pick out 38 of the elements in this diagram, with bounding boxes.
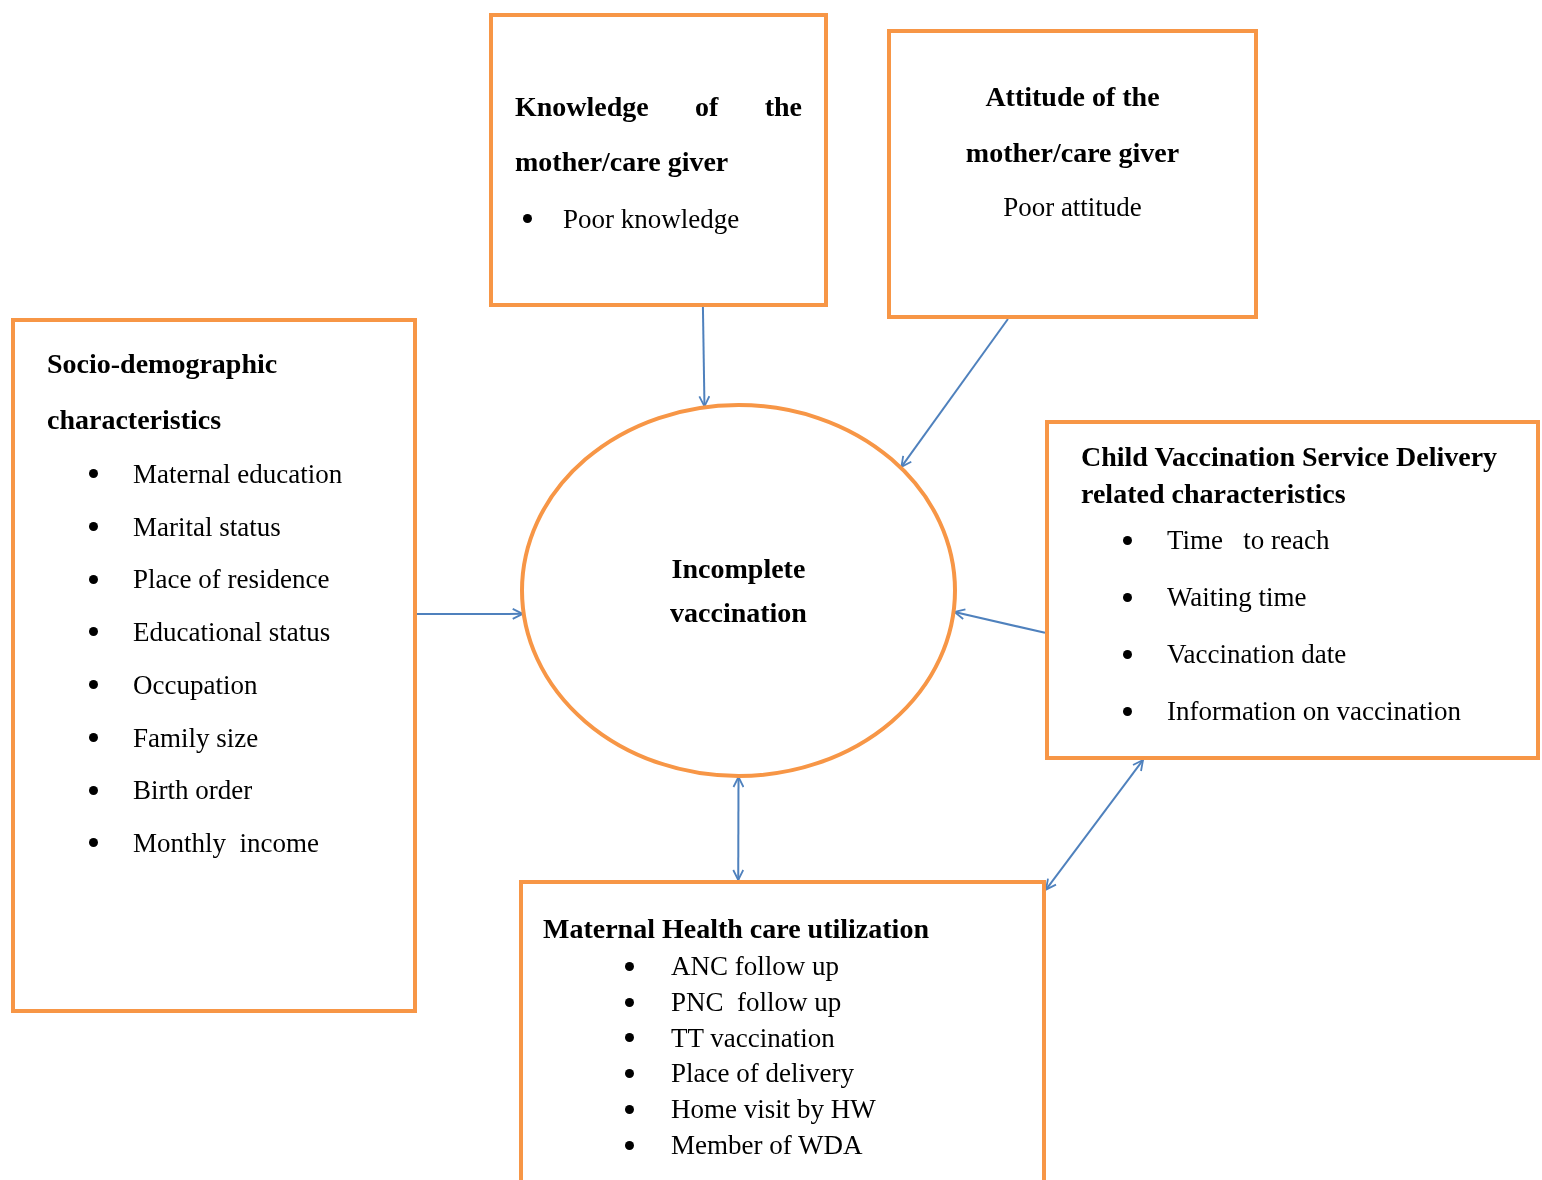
bullet-item: Educational status — [89, 606, 331, 659]
bullet-item: Information on vaccination — [1123, 683, 1461, 740]
arrow — [698, 306, 711, 408]
bullet-item: Home visit by HW — [625, 1092, 876, 1128]
box-heading: Maternal Health care utilization — [543, 912, 930, 946]
bullet-item: Poor knowledge — [523, 189, 740, 249]
box-heading: Socio-demographic characteristics — [47, 347, 279, 437]
factor-box — [489, 13, 828, 307]
bullet-item: Birth order — [89, 764, 253, 817]
bullet-item: Member of WDA — [625, 1128, 863, 1164]
bullet-item: Place of delivery — [625, 1056, 854, 1093]
bullet-item: Family size — [89, 711, 259, 765]
factor-box — [887, 29, 1258, 319]
bullet-item: Place of residence — [89, 553, 330, 607]
bullet-item: Monthly income — [89, 816, 319, 870]
outcome-ellipse — [520, 403, 957, 778]
outcome-label: Incomplete vaccination — [669, 551, 808, 630]
arrow — [900, 318, 1009, 468]
factor-box — [1045, 420, 1540, 760]
bullet-item: Maternal education — [89, 448, 343, 501]
arrow — [416, 608, 524, 620]
arrow — [732, 776, 745, 881]
bullet-item: ANC follow up — [625, 949, 839, 985]
box-text: Poor attitude — [1002, 191, 1143, 224]
box-heading: Child Vaccination Service Delivery related characteristics — [1081, 440, 1499, 511]
bullet-item: Waiting time — [1123, 569, 1307, 626]
arrow — [953, 608, 1046, 634]
factor-box — [519, 880, 1046, 1180]
bullet-item: Marital status — [89, 500, 281, 554]
bullet-item: Vaccination date — [1123, 626, 1347, 683]
bullet-item: Occupation — [89, 658, 258, 712]
arrow — [1045, 759, 1144, 891]
bullet-item: TT vaccination — [625, 1020, 835, 1057]
bullet-item: PNC follow up — [625, 984, 842, 1021]
box-heading: Knowledge of the mother/care giver — [515, 90, 802, 179]
box-heading: Attitude of the mother/care giver — [964, 80, 1181, 170]
factor-box — [11, 318, 417, 1013]
bullet-item: Time to reach — [1123, 512, 1330, 569]
